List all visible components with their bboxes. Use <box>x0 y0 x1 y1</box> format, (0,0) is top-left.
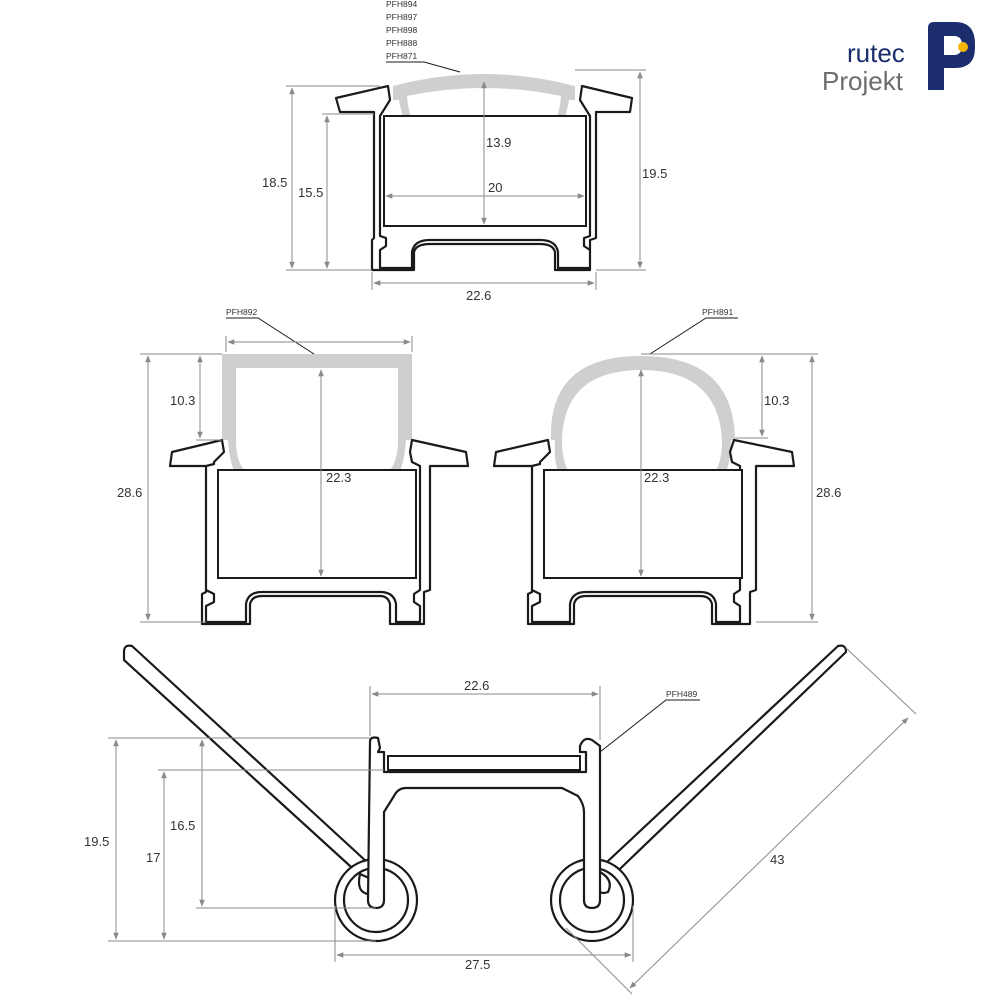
brand-rutec-text: rutec <box>847 38 905 68</box>
top-ref-4: PFH888 <box>386 38 417 48</box>
top-profile-group: PFH894 PFH897 PFH898 PFH888 PFH871 18.5 … <box>262 0 667 303</box>
top-ref-5: PFH871 <box>386 51 417 61</box>
left-dim-10-3: 10.3 <box>170 393 195 408</box>
top-diffuser <box>393 74 575 128</box>
left-ref-leader <box>226 317 315 355</box>
top-dim-18-5: 18.5 <box>262 175 287 190</box>
bottom-ref-leader <box>599 699 700 753</box>
top-dim-19-5: 19.5 <box>642 166 667 181</box>
top-ref-2: PFH897 <box>386 12 417 22</box>
top-dim-22-6: 22.6 <box>466 288 491 303</box>
brand-logo: rutec Projekt <box>822 22 975 96</box>
top-ref-3: PFH898 <box>386 25 417 35</box>
top-dim-13-9: 13.9 <box>486 135 511 150</box>
right-dim-22-3: 22.3 <box>644 470 669 485</box>
left-diffuser <box>222 354 412 480</box>
right-dim-28-6: 28.6 <box>816 485 841 500</box>
top-ref-1: PFH894 <box>386 0 417 9</box>
left-profile-cavity <box>217 469 417 579</box>
bottom-dim-22-6: 22.6 <box>464 678 489 693</box>
bottom-dim-16-5: 16.5 <box>170 818 195 833</box>
top-profile-cavity <box>383 115 587 227</box>
top-dim-20: 20 <box>488 180 502 195</box>
left-profile-group: PFH892 28.6 10.3 22.3 <box>117 307 470 626</box>
right-profile-cavity <box>543 469 743 579</box>
top-dim-15-5: 15.5 <box>298 185 323 200</box>
left-profile-body <box>168 438 470 626</box>
bottom-left-wing <box>122 644 382 888</box>
bottom-dim-43: 43 <box>770 852 784 867</box>
bottom-profile-body <box>366 736 602 910</box>
bottom-dim-17: 17 <box>146 850 160 865</box>
bottom-ref: PFH489 <box>666 689 697 699</box>
left-dim-22-3: 22.3 <box>326 470 351 485</box>
bottom-profile-channel <box>387 755 581 771</box>
bottom-profile-group: PFH489 22.6 19.5 17 16.5 27.5 43 <box>84 644 917 995</box>
right-ref: PFH891 <box>702 307 733 317</box>
bottom-right-wing <box>590 644 848 890</box>
left-ref: PFH892 <box>226 307 257 317</box>
right-dim-10-3: 10.3 <box>764 393 789 408</box>
bottom-dim-27-5: 27.5 <box>465 957 490 972</box>
top-profile-body <box>334 84 634 272</box>
right-profile-group: PFH891 28.6 10.3 22.3 <box>492 307 841 626</box>
left-dim-28-6: 28.6 <box>117 485 142 500</box>
bottom-dim-19-5: 19.5 <box>84 834 109 849</box>
top-ref-leader <box>386 61 461 73</box>
right-diffuser <box>550 356 735 480</box>
brand-projekt-text: Projekt <box>822 66 904 96</box>
brand-p-icon <box>928 22 975 90</box>
right-ref-leader <box>649 317 738 355</box>
